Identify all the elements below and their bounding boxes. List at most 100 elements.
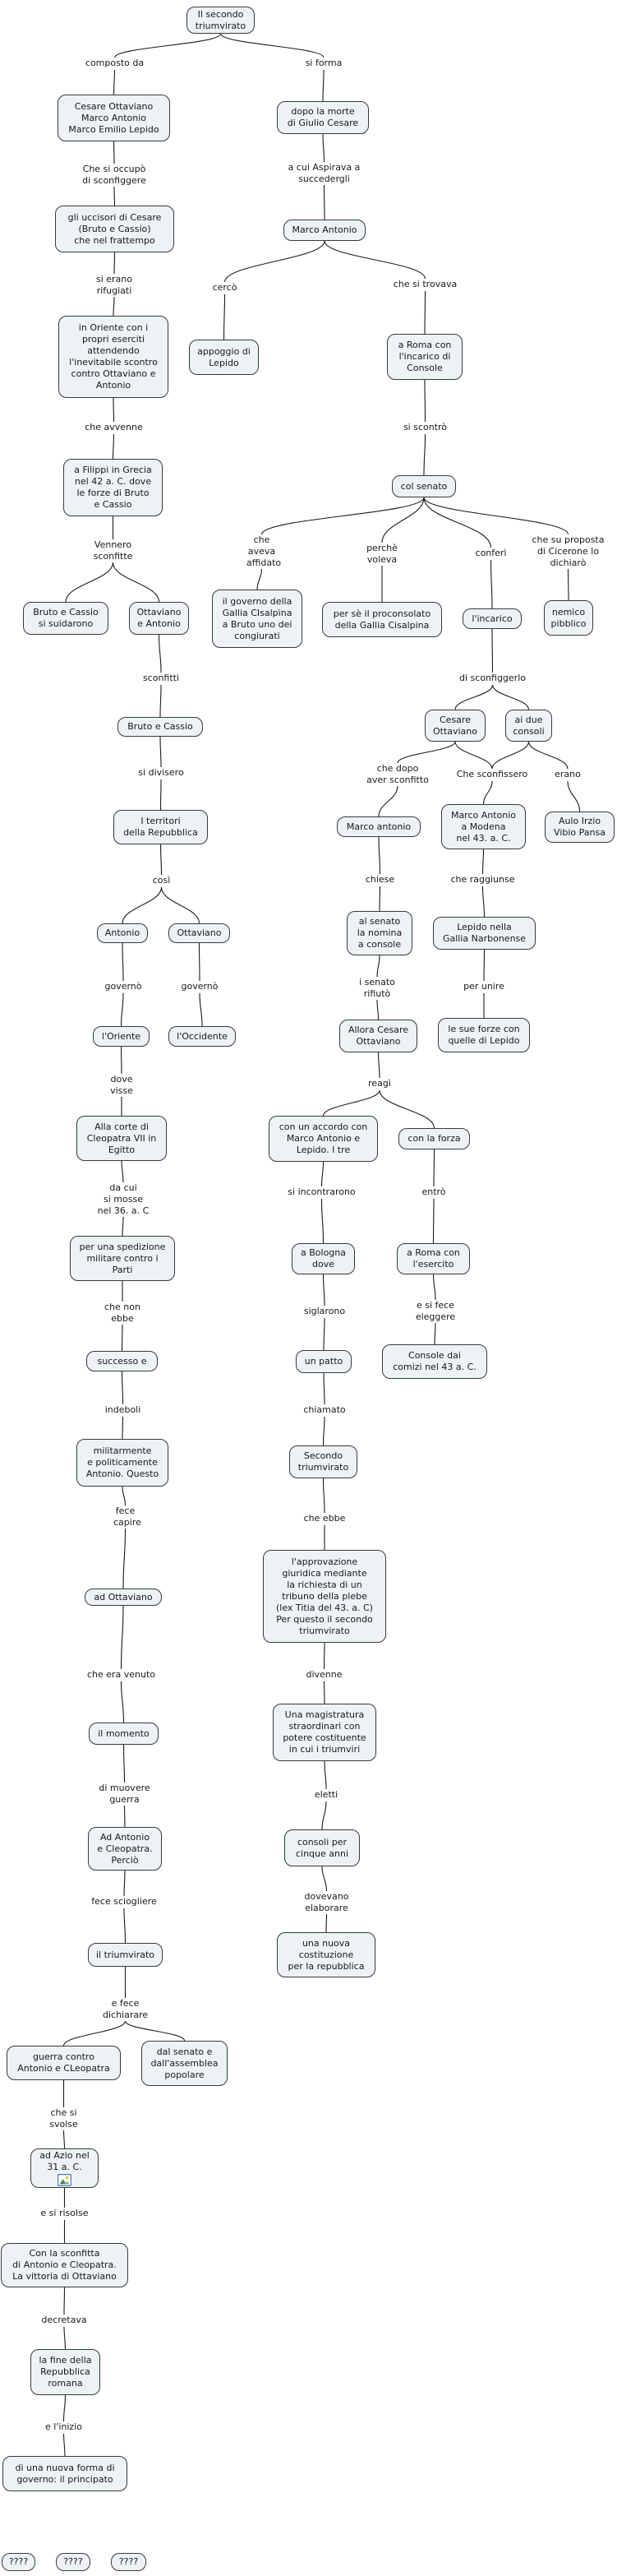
link-label[interactable]: da cui si mosse nel 36. a. C xyxy=(97,1182,150,1216)
concept-node[interactable]: Antonio xyxy=(97,923,148,943)
concept-node[interactable]: Bruto e Cassio si suidarono xyxy=(23,602,108,635)
link-label[interactable]: indeboli xyxy=(104,1404,141,1415)
link-label[interactable]: eletti xyxy=(314,1789,338,1800)
link-label[interactable]: che si svolse xyxy=(49,2107,78,2130)
link-label[interactable]: si forma xyxy=(305,58,343,68)
link-label[interactable]: a cui Aspirava a succedergli xyxy=(288,162,361,184)
link-label[interactable]: divenne xyxy=(306,1669,343,1680)
concept-node[interactable]: ???? xyxy=(56,2553,90,2571)
link-label[interactable]: si scontrò xyxy=(403,422,448,432)
link-label[interactable]: si erano rifugiati xyxy=(95,274,133,296)
concept-node[interactable]: col senato xyxy=(392,475,456,497)
link-label[interactable]: reagì xyxy=(368,1078,391,1089)
link-label[interactable]: che si trovava xyxy=(393,279,458,289)
concept-node[interactable]: a Filippi in Grecia nel 42 a. C. dove le… xyxy=(63,459,163,516)
concept-node[interactable]: ad Azio nel 31 a. C. xyxy=(30,2148,99,2188)
link-label[interactable]: sconfitti xyxy=(142,673,180,683)
link-label[interactable]: chiese xyxy=(365,874,395,885)
link-label[interactable]: e fece dichiarare xyxy=(103,1998,149,2020)
concept-node[interactable]: Una magistratura straordinari con potere… xyxy=(273,1704,376,1761)
link-label[interactable]: che ebbe xyxy=(303,1513,346,1524)
link-label[interactable]: chiamato xyxy=(303,1404,346,1415)
concept-node[interactable]: il triumvirato xyxy=(88,1943,163,1967)
link-label[interactable]: che aveva affidato xyxy=(246,534,282,568)
link-label[interactable]: si incontrarono xyxy=(288,1186,356,1197)
concept-node[interactable]: al senato la nomina a console xyxy=(347,911,412,955)
link-label[interactable]: Che sconfissero xyxy=(456,769,528,779)
link-label[interactable]: conferì xyxy=(475,548,507,558)
concept-node[interactable]: la fine della Repubblica romana xyxy=(30,2349,100,2395)
link-label[interactable]: così xyxy=(152,875,171,886)
concept-node[interactable]: l'Occidente xyxy=(168,1026,236,1047)
link-label[interactable]: per unire xyxy=(463,981,504,992)
concept-node[interactable]: dal senato e dall'assemblea popolare xyxy=(141,2041,228,2086)
concept-node[interactable]: militarmente e politicamente Antonio. Qu… xyxy=(76,1439,168,1487)
link-label[interactable]: decretava xyxy=(41,2315,87,2325)
link-label[interactable]: dove visse xyxy=(110,1074,133,1096)
concept-node[interactable]: ???? xyxy=(111,2553,146,2571)
concept-node[interactable]: le sue forze con quelle di Lepido xyxy=(438,1018,530,1052)
concept-node[interactable]: guerra contro Antonio e CLeopatra xyxy=(7,2046,121,2080)
concept-node[interactable]: Lepido nella Gallia Narbonense xyxy=(433,917,536,950)
concept-node[interactable]: Secondo triumvirato xyxy=(289,1445,357,1478)
concept-node[interactable]: per sè il proconsolato della Gallia Cisa… xyxy=(322,602,442,637)
concept-node[interactable]: Marco Antonio xyxy=(283,220,366,241)
concept-node[interactable]: ad Ottaviano xyxy=(85,1589,162,1606)
link-label[interactable]: e l'inizio xyxy=(45,2421,82,2432)
link-label[interactable]: che raggiunse xyxy=(450,874,515,885)
concept-node[interactable]: per una spedizione militare contro i Par… xyxy=(70,1236,175,1281)
concept-node[interactable]: nemico pibblico xyxy=(544,600,593,636)
concept-node[interactable]: Con la sconfitta di Antonio e Cleopatra.… xyxy=(1,2243,128,2287)
link-label[interactable]: fece sciogliere xyxy=(91,1896,157,1907)
link-label[interactable]: Vennero sconfitte xyxy=(93,539,133,562)
link-label[interactable]: e si fece eleggere xyxy=(415,1300,456,1322)
concept-node[interactable]: Cesare Ottaviano Marco Antonio Marco Emi… xyxy=(58,95,170,141)
concept-node[interactable]: Aulo Irzio Vibio Pansa xyxy=(545,812,615,843)
concept-node[interactable]: in Oriente con i propri eserciti attende… xyxy=(58,316,168,398)
concept-node[interactable]: un patto xyxy=(296,1350,352,1373)
concept-node[interactable]: con un accordo con Marco Antonio e Lepid… xyxy=(269,1116,378,1162)
link-label[interactable]: i senato rifiutò xyxy=(359,977,395,999)
concept-node[interactable]: Bruto e Cassio xyxy=(117,717,203,737)
concept-node[interactable]: di una nuova forma di governo: il princi… xyxy=(2,2456,127,2491)
link-label[interactable]: di muovere guerra xyxy=(99,1783,150,1805)
concept-node[interactable]: ???? xyxy=(2,2553,35,2571)
image-resource-icon[interactable] xyxy=(57,2173,72,2187)
concept-node[interactable]: dopo la morte di Giulio Cesare xyxy=(277,101,369,134)
concept-node[interactable]: Cesare Ottaviano xyxy=(425,710,486,742)
link-label[interactable]: cercò xyxy=(212,282,237,293)
link-label[interactable]: erano xyxy=(555,769,581,779)
link-label[interactable]: si divisero xyxy=(138,767,184,778)
concept-node[interactable]: il governo della Gallia CIsalpina a Brut… xyxy=(212,590,302,648)
concept-node[interactable]: successo e xyxy=(86,1351,158,1371)
link-label[interactable]: siglarono xyxy=(303,1306,346,1316)
concept-node[interactable]: appoggio di Lepido xyxy=(189,340,259,375)
concept-node[interactable]: Il secondo triumvirato xyxy=(186,7,255,34)
link-label[interactable]: che non ebbe xyxy=(104,1302,140,1324)
concept-node[interactable]: a Bologna dove xyxy=(292,1243,355,1274)
link-label[interactable]: di sconfiggerlo xyxy=(459,673,526,683)
link-label[interactable]: Che si occupò di sconfiggere xyxy=(82,164,146,186)
link-label[interactable]: dovevano elaborare xyxy=(304,1891,349,1913)
link-label[interactable]: governò xyxy=(104,981,142,992)
concept-node[interactable]: Console dai comizi nel 43 a. C. xyxy=(382,1344,487,1379)
concept-node[interactable]: ai due consoli xyxy=(505,710,552,742)
link-label[interactable]: che su proposta di Cicerone lo dichiarò xyxy=(532,534,605,568)
link-label[interactable]: composto da xyxy=(85,58,145,68)
link-label[interactable]: che avvenne xyxy=(85,422,143,432)
link-label[interactable]: che era venuto xyxy=(86,1669,156,1680)
concept-node[interactable]: il momento xyxy=(89,1723,159,1745)
concept-node[interactable]: Marco antonio xyxy=(337,816,421,837)
concept-node[interactable]: una nuova costituzione per la repubblica xyxy=(277,1932,375,1977)
concept-node[interactable]: Ad Antonio e Cleopatra. Perciò xyxy=(88,1827,162,1871)
link-label[interactable]: fece capire xyxy=(113,1505,141,1528)
concept-node[interactable]: consoli per cinque anni xyxy=(284,1829,360,1866)
concept-node[interactable]: Alla corte di Cleopatra VII in Egitto xyxy=(76,1116,167,1161)
concept-node[interactable]: Allora Cesare Ottaviano xyxy=(339,1020,417,1052)
concept-node[interactable]: a Roma con l'incarico di Console xyxy=(387,334,463,380)
concept-node[interactable]: Marco Antonio a Modena nel 43. a. C. xyxy=(441,804,526,849)
link-label[interactable]: governò xyxy=(181,981,219,992)
concept-node[interactable]: I territori della Repubblica xyxy=(113,810,208,844)
link-label[interactable]: e si risolse xyxy=(40,2208,89,2218)
link-label[interactable]: che dopo aver sconfitto xyxy=(366,763,429,785)
